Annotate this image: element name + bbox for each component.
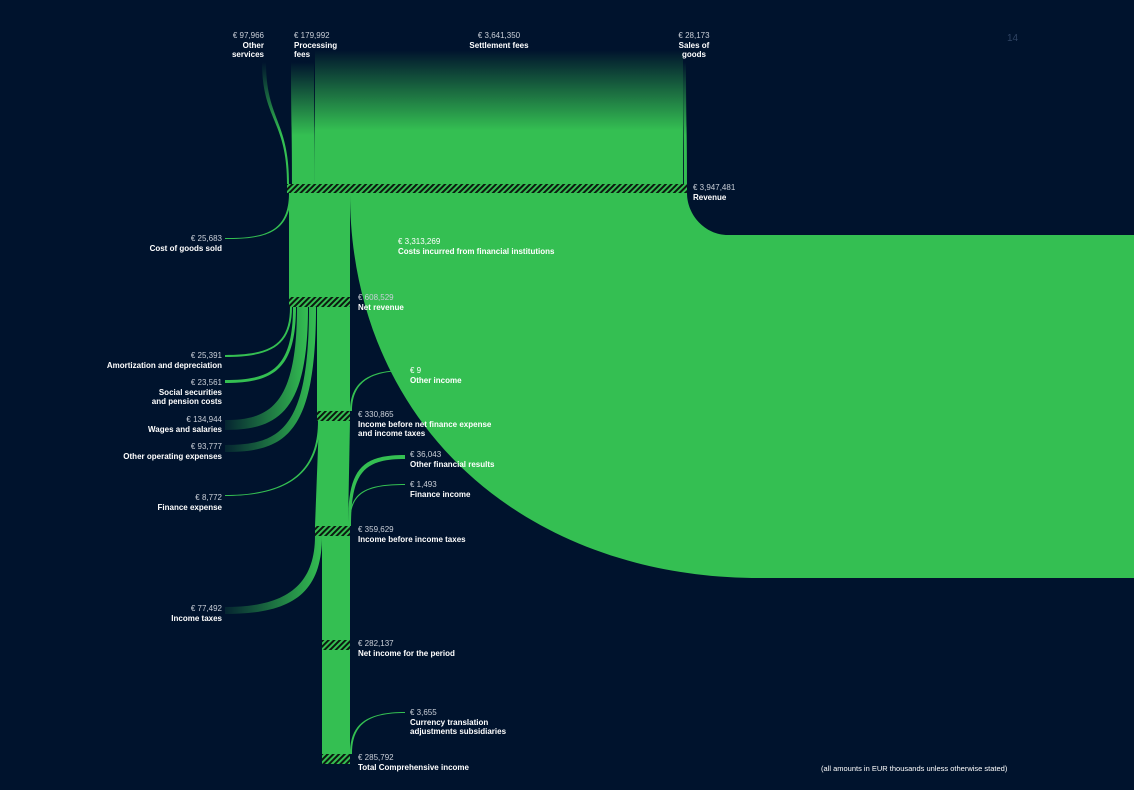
flow-settlement-fees xyxy=(315,50,683,184)
name-line2: and income taxes xyxy=(358,429,426,438)
flow-income-taxes xyxy=(225,536,322,614)
name: Sales of goods xyxy=(678,40,710,60)
flow-social-securities xyxy=(225,307,296,383)
label-other-opex: € 93,777 Other operating expenses xyxy=(123,442,222,461)
flow-other-opex xyxy=(225,307,316,452)
value: € 9 xyxy=(410,366,422,375)
flow-ebt-to-net-income xyxy=(322,536,350,640)
name: Net revenue xyxy=(358,302,404,312)
flow-revenue-to-net-revenue xyxy=(289,193,350,297)
label-other-services: € 97,966 Other services xyxy=(224,31,264,60)
value: € 36,043 xyxy=(410,450,442,459)
label-costs-financial-institutions: € 3,313,269 Costs incurred from financia… xyxy=(398,237,554,256)
flow-other-services xyxy=(262,62,289,184)
value: € 23,561 xyxy=(190,378,222,387)
label-net-income: € 282,137 Net income for the period xyxy=(358,639,455,658)
name: Currency translation xyxy=(410,717,489,727)
label-other-financial-results: € 36,043 Other financial results xyxy=(410,450,494,469)
name: Social securities xyxy=(158,387,222,397)
name: Cost of goods sold xyxy=(149,243,222,253)
value: € 97,966 xyxy=(232,31,264,40)
value: € 134,944 xyxy=(186,415,222,424)
node-net-revenue-bar xyxy=(289,297,350,307)
label-wages: € 134,944 Wages and salaries xyxy=(148,415,222,434)
value: € 77,492 xyxy=(190,604,222,613)
value: € 25,683 xyxy=(190,234,222,243)
flow-ebit-to-ebt xyxy=(315,421,350,526)
value: € 28,173 xyxy=(678,31,710,40)
label-social-securities: € 23,561 Social securities and pension c… xyxy=(152,378,222,407)
name: Finance income xyxy=(410,489,471,499)
label-income-taxes: € 77,492 Income taxes xyxy=(171,604,222,623)
value: € 1,493 xyxy=(410,480,437,489)
name: Processing fees xyxy=(294,40,338,60)
name: Wages and salaries xyxy=(148,424,222,434)
flow-net-revenue-to-ebit xyxy=(317,307,350,411)
name: Net income for the period xyxy=(358,648,455,658)
flow-wages xyxy=(225,307,308,430)
page-number: 14 xyxy=(1007,33,1019,44)
label-currency-translation: € 3,655 Currency translation adjustments… xyxy=(410,708,506,737)
label-processing-fees: € 179,992 Processing fees xyxy=(294,31,344,60)
node-ebt-bar xyxy=(315,526,350,536)
value: € 608,529 xyxy=(358,293,394,302)
name: Income taxes xyxy=(171,613,222,623)
node-revenue-bar xyxy=(287,184,687,193)
value: € 25,391 xyxy=(190,351,222,360)
name: Revenue xyxy=(693,192,727,202)
node-total-comprehensive-bar xyxy=(322,754,350,764)
flow-currency-translation xyxy=(350,712,405,754)
value: € 3,313,269 xyxy=(398,237,441,246)
footnote: (all amounts in EUR thousands unless oth… xyxy=(821,764,1008,773)
flow-other-financial-results xyxy=(348,455,405,526)
name: Finance expense xyxy=(157,502,222,512)
flow-other-income xyxy=(350,370,405,411)
flow-cost-of-goods-sold xyxy=(225,193,291,239)
name: Income before income taxes xyxy=(358,534,466,544)
value: € 285,792 xyxy=(358,753,394,762)
name-line2: and pension costs xyxy=(151,397,222,406)
value: € 282,137 xyxy=(358,639,394,648)
label-ebt: € 359,629 Income before income taxes xyxy=(358,525,466,544)
label-settlement-fees: € 3,641,350 Settlement fees xyxy=(469,31,529,50)
label-finance-income: € 1,493 Finance income xyxy=(410,480,470,499)
value: € 3,947,481 xyxy=(693,183,736,192)
flow-processing-fees xyxy=(291,62,315,184)
label-sales-of-goods: € 28,173 Sales of goods xyxy=(669,31,719,60)
name: Settlement fees xyxy=(469,40,529,50)
name: Other financial results xyxy=(410,459,495,469)
node-ebit-bar xyxy=(317,411,350,421)
value: € 359,629 xyxy=(358,525,394,534)
value: € 3,641,350 xyxy=(477,31,521,40)
value: € 93,777 xyxy=(190,442,222,451)
flow-finance-expense xyxy=(225,421,320,496)
name: Other operating expenses xyxy=(123,451,222,461)
label-ebit: € 330,865 Income before net finance expe… xyxy=(358,410,491,439)
name: Other services xyxy=(231,40,264,60)
flow-sales-of-goods xyxy=(683,62,687,184)
label-cost-of-goods-sold: € 25,683 Cost of goods sold xyxy=(150,234,222,253)
label-finance-expense: € 8,772 Finance expense xyxy=(158,493,222,512)
label-other-income: € 9 Other income xyxy=(410,366,462,385)
flow-net-income-to-total xyxy=(322,650,350,754)
value: € 8,772 xyxy=(195,493,222,502)
flow-costs-financial-institutions xyxy=(350,193,1134,578)
flow-finance-income xyxy=(349,484,405,526)
name: Costs incurred from financial institutio… xyxy=(398,246,555,256)
label-revenue: € 3,947,481 Revenue xyxy=(693,183,735,202)
node-net-income-bar xyxy=(322,640,350,650)
name-line2: adjustments subsidiaries xyxy=(410,727,507,736)
name: Other income xyxy=(410,375,462,385)
flow-amortization xyxy=(225,307,292,357)
value: € 3,655 xyxy=(410,708,437,717)
label-total-comprehensive: € 285,792 Total Comprehensive income xyxy=(358,753,469,772)
label-amortization: € 25,391 Amortization and depreciation xyxy=(107,351,222,370)
name: Amortization and depreciation xyxy=(106,360,222,370)
value: € 330,865 xyxy=(358,410,394,419)
label-net-revenue: € 608,529 Net revenue xyxy=(358,293,404,312)
name: Total Comprehensive income xyxy=(358,762,469,772)
name: Income before net finance expense xyxy=(358,419,492,429)
value: € 179,992 xyxy=(294,31,330,40)
